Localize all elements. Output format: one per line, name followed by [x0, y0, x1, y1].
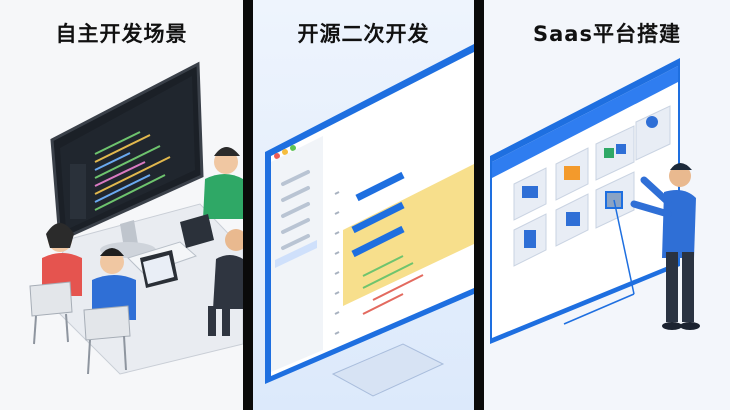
monitor-code-illustration [265, 44, 474, 397]
panel-saas-platform: Saas平台搭建 [484, 0, 730, 410]
saas-builder-illustration [490, 58, 700, 344]
panel-title: Saas平台搭建 [533, 22, 681, 46]
panel-self-development: 自主开发场景 [0, 0, 243, 410]
panel-open-source-development: 开源二次开发 [253, 0, 474, 410]
panel-title: 开源二次开发 [297, 22, 430, 46]
team-developing-illustration [29, 61, 243, 375]
panel-title: 自主开发场景 [55, 22, 188, 46]
